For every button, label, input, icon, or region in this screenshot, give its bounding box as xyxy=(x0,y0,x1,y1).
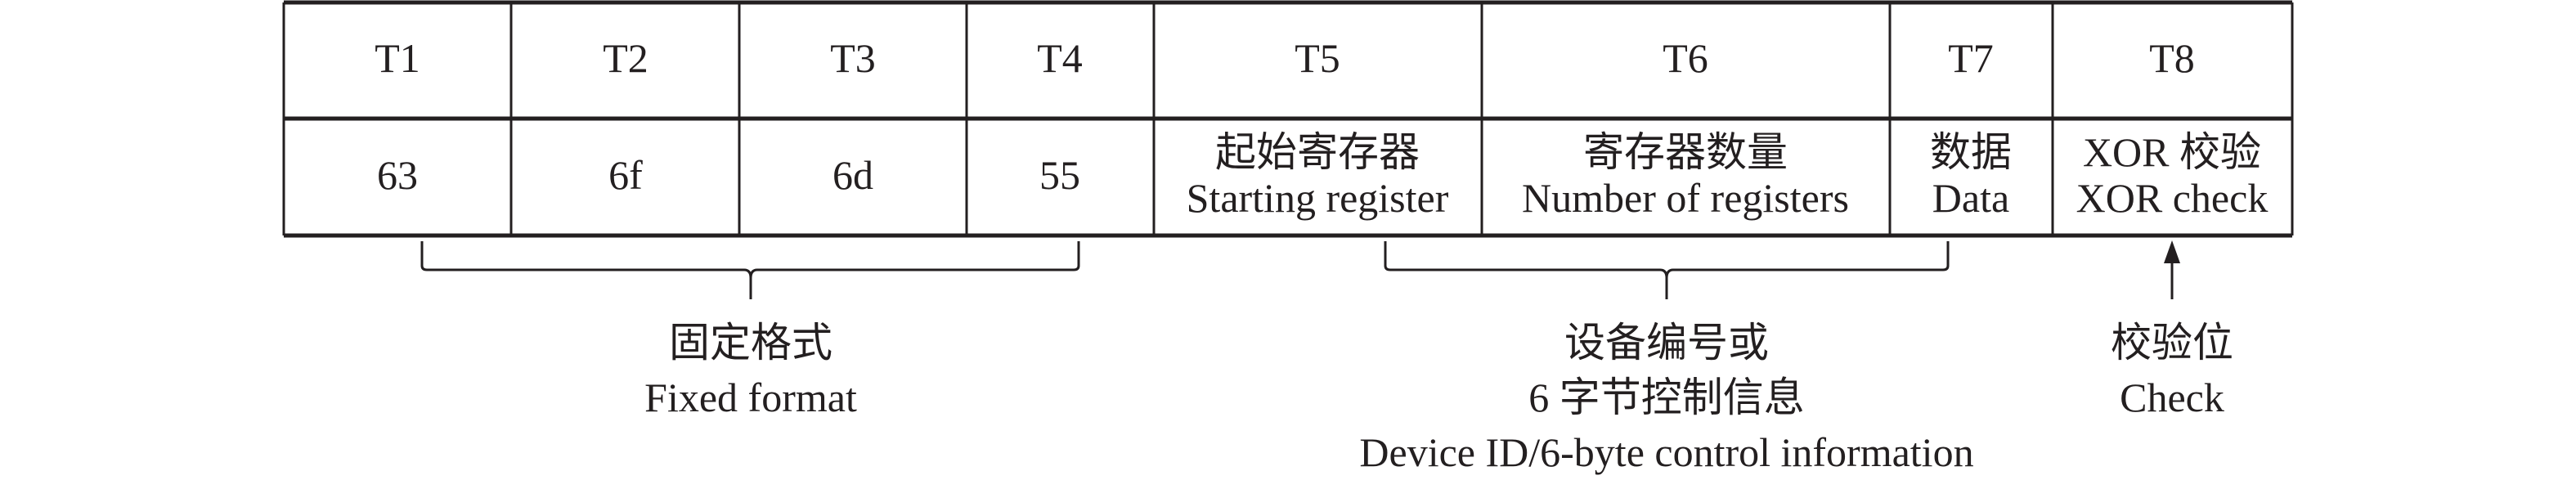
value-t5: 起始寄存器 Starting register xyxy=(1187,129,1449,221)
value-t6-en: Number of registers xyxy=(1522,175,1849,221)
value-t7-en: Data xyxy=(1932,175,2010,221)
brace-device-id xyxy=(1384,241,1950,299)
header-t6: T6 xyxy=(1663,35,1708,81)
label-check: 校验位 Check xyxy=(2111,316,2233,425)
value-t7-zh: 数据 xyxy=(1930,129,2012,175)
value-t8: XOR 校验 XOR check xyxy=(2076,129,2269,221)
header-t3: T3 xyxy=(830,35,876,81)
brace-fixed-format xyxy=(420,241,1080,299)
header-t4: T4 xyxy=(1037,35,1083,81)
value-t8-en: XOR check xyxy=(2076,175,2269,221)
value-t1: 63 xyxy=(377,152,418,198)
value-t6-zh: 寄存器数量 xyxy=(1582,129,1788,175)
label-device-zh2: 6 字节控制信息 xyxy=(1528,375,1805,420)
label-device-id: 设备编号或 6 字节控制信息 Device ID/6-byte control … xyxy=(1359,316,1973,480)
label-check-en: Check xyxy=(2120,375,2224,420)
header-t2: T2 xyxy=(603,35,648,81)
label-fixed-en: Fixed format xyxy=(644,375,857,420)
value-t4: 55 xyxy=(1039,152,1080,198)
label-fixed-zh: 固定格式 xyxy=(668,320,832,366)
value-t5-en: Starting register xyxy=(1186,175,1449,221)
check-arrow-head xyxy=(2164,240,2180,263)
value-t5-zh: 起始寄存器 xyxy=(1214,129,1420,175)
label-device-zh1: 设备编号或 xyxy=(1564,320,1769,366)
label-fixed-format: 固定格式 Fixed format xyxy=(644,316,857,425)
label-device-en: Device ID/6-byte control information xyxy=(1359,429,1974,475)
value-t6: 寄存器数量 Number of registers xyxy=(1522,129,1849,221)
value-t8-zh: XOR 校验 xyxy=(2082,129,2262,175)
header-t1: T1 xyxy=(375,35,420,81)
value-t2: 6f xyxy=(608,152,643,198)
header-t7: T7 xyxy=(1948,35,1994,81)
label-check-zh: 校验位 xyxy=(2111,320,2233,366)
header-t8: T8 xyxy=(2149,35,2195,81)
value-t7: 数据 Data xyxy=(1930,129,2012,221)
value-t3: 6d xyxy=(832,152,873,198)
header-t5: T5 xyxy=(1295,35,1340,81)
